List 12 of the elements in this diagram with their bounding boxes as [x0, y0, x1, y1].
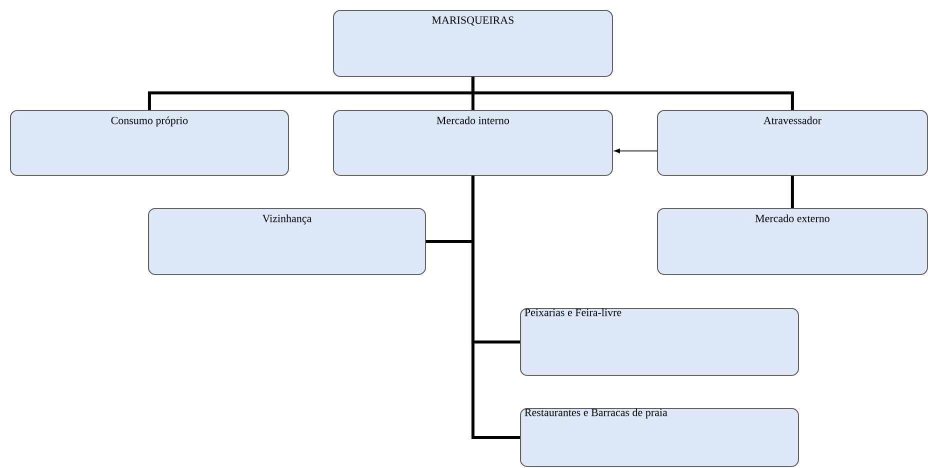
org-box: Peixarias e Feira-livre: [520, 308, 799, 376]
org-box: Restaurantes e Barracas de praia: [520, 408, 799, 467]
org-box: Vizinhança: [148, 208, 426, 275]
org-box: MARISQUEIRAS: [333, 10, 613, 77]
org-box: Atravessador: [657, 110, 928, 176]
org-box: Mercado externo: [657, 208, 928, 275]
connector: [614, 148, 658, 154]
connector: [471, 76, 794, 110]
org-box: Mercado interno: [333, 110, 613, 176]
connector: [790, 176, 794, 208]
org-box: Consumo próprio: [10, 110, 289, 176]
connector: [471, 176, 520, 439]
